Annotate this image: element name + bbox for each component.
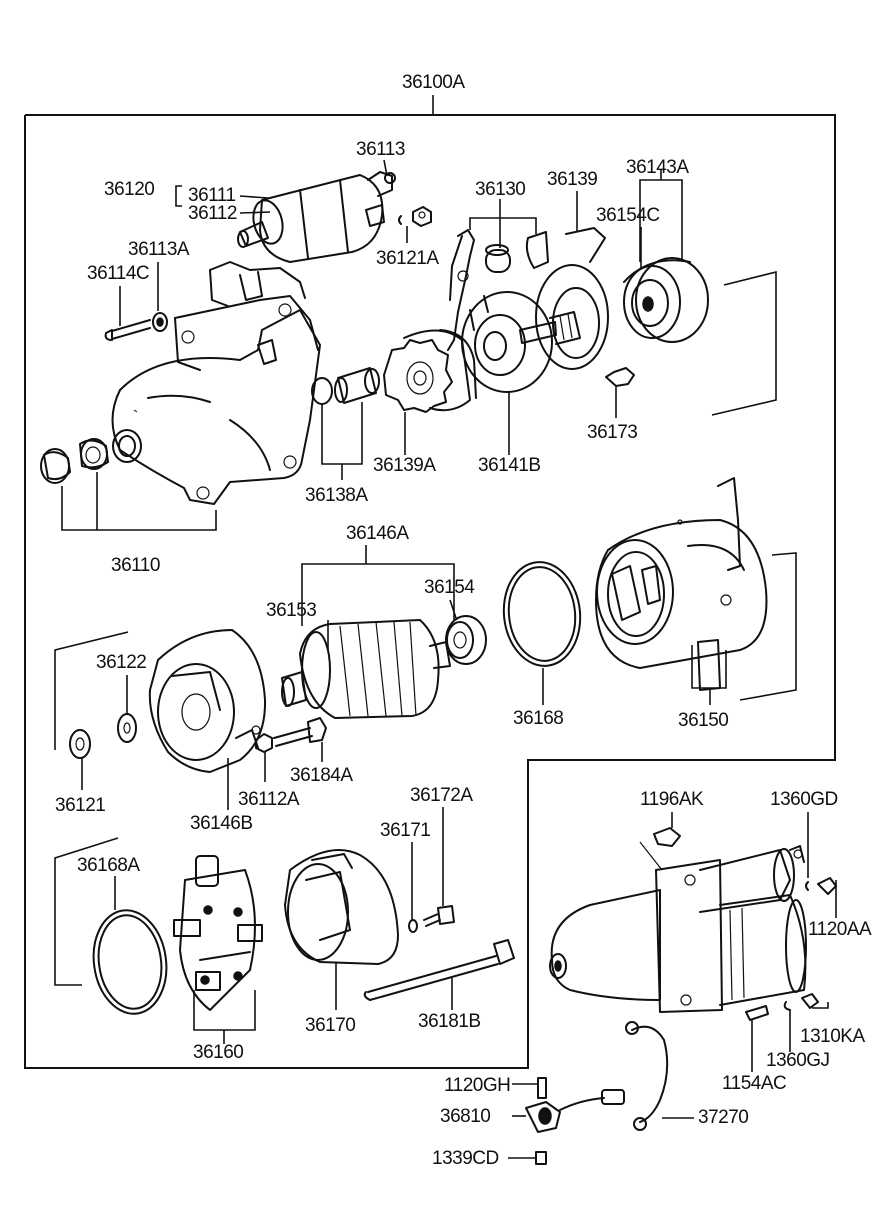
ground-cable [625, 1021, 669, 1131]
label-36141B: 36141B [478, 455, 541, 476]
label-1360GJ: 1360GJ [766, 1050, 830, 1071]
label-36150: 36150 [678, 710, 729, 731]
bolt-36173 [605, 367, 635, 418]
label-36172A: 36172A [410, 785, 473, 806]
o-ring-36168A [92, 909, 168, 1015]
through-bolt [363, 939, 515, 1001]
center-bearing-plate [461, 291, 581, 393]
label-37270: 37270 [698, 1107, 749, 1128]
label-assembly-36100A: 36100A [402, 72, 465, 93]
label-36138A: 36138A [305, 485, 368, 506]
rear-cover [284, 849, 399, 965]
label-36112: 36112 [188, 203, 237, 224]
label-36139: 36139 [547, 169, 598, 190]
label-36113A: 36113A [128, 239, 190, 260]
o-ring-36168 [502, 561, 582, 667]
label-36146B: 36146B [190, 813, 253, 834]
assembly-frame [24, 95, 836, 1069]
starter-mount-hardware [639, 812, 837, 1072]
label-36181B: 36181B [418, 1011, 481, 1032]
nut-and-washer [398, 206, 432, 243]
label-36146A: 36146A [346, 523, 409, 544]
label-36120: 36120 [104, 179, 155, 200]
label-1310KA: 1310KA [800, 1026, 865, 1047]
label-1196AK: 1196AK [640, 789, 704, 810]
label-36170: 36170 [305, 1015, 356, 1036]
label-36114C: 36114C [87, 263, 150, 284]
label-1120GH: 1120GH [444, 1075, 511, 1096]
cover-screw-and-washer [408, 905, 455, 933]
label-36122: 36122 [96, 652, 147, 673]
yoke-field-coil [595, 477, 768, 691]
label-36139A: 36139A [373, 455, 436, 476]
dust-cover-plate [535, 227, 609, 370]
assembled-starter [549, 845, 807, 1013]
through-screw-and-washer [104, 262, 168, 341]
label-36168A: 36168A [77, 855, 140, 876]
brush-holder [173, 855, 263, 1011]
label-36113: 36113 [356, 139, 405, 160]
label-36171: 36171 [380, 820, 431, 841]
label-1154AC: 1154AC [722, 1073, 787, 1094]
front-bushing-set [40, 438, 109, 484]
label-36111: 36111 [188, 185, 236, 206]
label-1360GD: 1360GD [770, 789, 838, 810]
armature-bearing [445, 615, 487, 665]
label-36121: 36121 [55, 795, 106, 816]
commutator-end-frame [148, 629, 267, 773]
label-36153: 36153 [266, 600, 317, 621]
label-36121A: 36121A [376, 248, 439, 269]
solenoid-switch [237, 171, 396, 263]
label-1120AA: 1120AA [808, 919, 872, 940]
label-36168: 36168 [513, 708, 564, 729]
label-36143A: 36143A [626, 157, 689, 178]
drive-lever-set [447, 229, 549, 351]
drive-end-housing [111, 261, 321, 505]
label-36110: 36110 [111, 555, 160, 576]
label-36810: 36810 [440, 1106, 491, 1127]
label-36173: 36173 [587, 422, 638, 443]
label-36130: 36130 [475, 179, 526, 200]
label-36154: 36154 [424, 577, 475, 598]
stop-ring-and-collar [311, 367, 380, 405]
armature [281, 619, 451, 719]
shims-36122-36121 [69, 713, 137, 759]
label-36184A: 36184A [290, 765, 353, 786]
label-36112A: 36112A [238, 789, 300, 810]
label-36160: 36160 [193, 1042, 244, 1063]
sensor-36810 [508, 1077, 625, 1165]
rear-bearing-set [623, 257, 709, 343]
label-1339CD: 1339CD [432, 1148, 499, 1169]
terminal-nut-and-screw [255, 717, 327, 782]
label-36154C: 36154C [596, 205, 660, 226]
